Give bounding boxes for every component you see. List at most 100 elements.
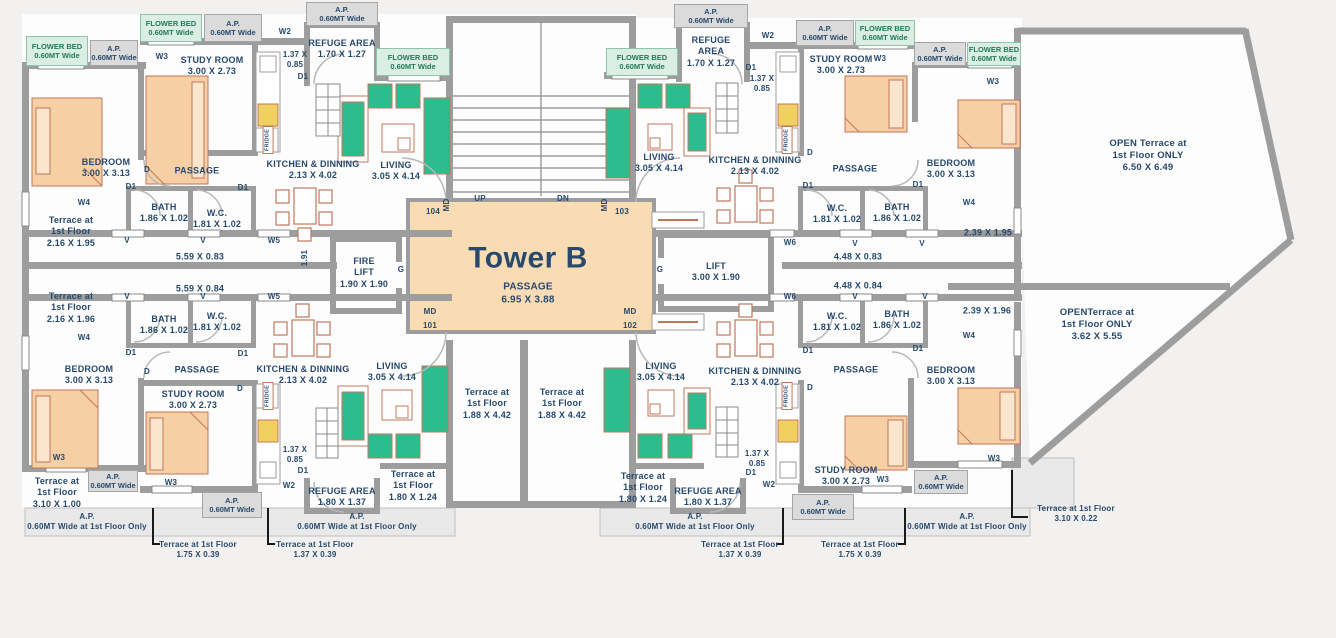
ap-label: A.P. 0.60MT Wide [88, 470, 138, 492]
window-tag-w3: W3 [873, 54, 887, 63]
staircase [453, 22, 629, 196]
tower-title: Tower B [468, 241, 588, 275]
room-bath-102: BATH 1.86 X 1.02 [872, 308, 922, 330]
window-tag-w2: W2 [761, 31, 775, 40]
kitchen-otta-dim: 1.37 X 0.85 [744, 449, 770, 468]
window-tag-v: V [919, 239, 925, 248]
window-tag-v: V [200, 236, 206, 245]
room-bedroom-104: BEDROOM 3.00 X 3.13 [81, 156, 131, 178]
room-bedroom-103: BEDROOM 3.00 X 3.13 [926, 157, 976, 179]
flower-bed-label: FLOWER BED 0.60MT Wide [376, 48, 450, 76]
door-tag-d1: D1 [745, 468, 757, 477]
room-passage-104: PASSAGE [174, 165, 220, 176]
room-wc-103: W.C. 1.81 X 1.02 [812, 202, 862, 224]
terrace-180-124: Terrace at 1st Floor 1.80 X 1.24 [388, 469, 438, 502]
room-bath-103: BATH 1.86 X 1.02 [872, 201, 922, 223]
door-tag-d1: D1 [745, 63, 757, 72]
window-tag-v: V [200, 292, 206, 301]
corridor-dim-559b: 5.59 X 0.84 [175, 283, 225, 294]
window-tag-w6: W6 [783, 238, 797, 247]
ap-label: A.P. 0.60MT Wide [792, 494, 854, 520]
terrace-310-100: Terrace at 1st Floor 3.10 X 1.00 [32, 476, 82, 509]
door-tag-d1: D1 [802, 181, 814, 190]
ap-strip-label: A.P. 0.60MT Wide at 1st Floor Only [635, 512, 755, 531]
terrace-dim-239a: 2.39 X 1.95 [963, 227, 1013, 238]
kitchen-otta-dim: 1.37 X 0.85 [282, 445, 308, 464]
door-tag-md: MD [423, 307, 437, 316]
lift-ducts [651, 211, 705, 331]
door-tag-md: MD [623, 307, 637, 316]
ap-label: A.P. 0.60MT Wide [204, 14, 262, 42]
unit-number-102: 102 [623, 321, 637, 330]
door-tag-d: D [144, 367, 150, 376]
terrace-dim-239b: 2.39 X 1.96 [962, 305, 1012, 316]
flower-bed-label: FLOWER BED 0.60MT Wide [967, 42, 1021, 66]
corridor-dim-559a: 5.59 X 0.83 [175, 251, 225, 262]
ap-label: A.P. 0.60MT Wide [914, 470, 968, 494]
room-bath-104: BATH 1.86 X 1.02 [139, 201, 189, 223]
door-tag-d: D [144, 165, 150, 174]
leader-lines [152, 470, 1028, 545]
ap-label: A.P. 0.60MT Wide [202, 492, 262, 518]
window-tag-v: V [124, 292, 130, 301]
room-kitchen-102: KITCHEN & DINNING 2.13 X 4.02 [708, 365, 802, 387]
central-passage [406, 198, 656, 334]
stair-dn-label: DN [557, 194, 569, 203]
flower-bed-label: FLOWER BED 0.60MT Wide [26, 36, 88, 66]
corridor-dim-191: 1.91 [300, 249, 309, 267]
dining-sets [273, 169, 774, 358]
unit-number-101: 101 [423, 321, 437, 330]
lift-label: LIFT 3.00 X 1.90 [691, 260, 741, 282]
window-tag-w3: W3 [52, 453, 66, 462]
fridge-tag: FRIDGE [262, 126, 274, 154]
window-tag-w3: W3 [164, 478, 178, 487]
room-living-103: LIVING 3.05 X 4.14 [634, 151, 684, 173]
terrace-188-442: Terrace at 1st Floor 1.88 X 4.42 [462, 387, 512, 420]
terrace-175-039: Terrace at 1st Floor 1.75 X 0.39 [821, 540, 899, 559]
open-terrace-top: OPEN Terrace at 1st Floor ONLY 6.50 X 6.… [1109, 138, 1187, 173]
room-kitchen-103: KITCHEN & DINNING 2.13 X 4.02 [708, 154, 802, 176]
door-tag-md: MD [442, 198, 451, 212]
terrace-180-124: Terrace at 1st Floor 1.80 X 1.24 [618, 471, 668, 504]
window-tag-w3: W3 [876, 475, 890, 484]
window-tag-v: V [852, 239, 858, 248]
room-bedroom-102: BEDROOM 3.00 X 3.13 [926, 364, 976, 386]
terrace-216-195: Terrace at 1st Floor 2.16 X 1.95 [46, 215, 96, 248]
window-tag-w5: W5 [267, 236, 281, 245]
refuge-area-102: REFUGE AREA 1.80 X 1.37 [674, 485, 742, 507]
window-tag-w6: W6 [783, 292, 797, 301]
door-tag-d1: D1 [912, 180, 924, 189]
terrace-137-039: Terrace at 1st Floor 1.37 X 0.39 [701, 540, 779, 559]
terrace-walls [1018, 27, 1295, 466]
door-tag-d1: D1 [237, 349, 249, 358]
door-tag-d1: D1 [912, 344, 924, 353]
beds [31, 75, 1021, 475]
room-bedroom-101: BEDROOM 3.00 X 3.13 [64, 363, 114, 385]
room-passage-101: PASSAGE [174, 364, 220, 375]
door-tag-d: D [807, 148, 813, 157]
fire-lift-label: FIRE LIFT 1.90 X 1.90 [339, 256, 389, 289]
ap-label: A.P. 0.60MT Wide [306, 2, 378, 26]
ap-label: A.P. 0.60MT Wide [90, 40, 138, 66]
terrace-188-442: Terrace at 1st Floor 1.88 X 4.42 [537, 387, 587, 420]
fridge-tag: FRIDGE [262, 382, 274, 410]
unit-number-103: 103 [615, 207, 629, 216]
room-kitchen-104: KITCHEN & DINNING 2.13 X 4.02 [266, 158, 360, 180]
door-tag-d1: D1 [237, 183, 249, 192]
door-tag-d1: D1 [125, 182, 137, 191]
window-tag-w2: W2 [278, 27, 292, 36]
room-wc-104: W.C. 1.81 X 1.02 [192, 207, 242, 229]
flower-bed-label: FLOWER BED 0.60MT Wide [606, 48, 678, 76]
terrace-137-039: Terrace at 1st Floor 1.37 X 0.39 [276, 540, 354, 559]
fridge-tag: FRIDGE [781, 126, 793, 154]
door-tag-d: D [807, 383, 813, 392]
window-tag-w2: W2 [282, 481, 296, 490]
fridge-tag: FRIDGE [781, 382, 793, 410]
corridor-dim-448a: 4.48 X 0.83 [833, 251, 883, 262]
door-tag-d1: D1 [297, 466, 309, 475]
room-wc-101: W.C. 1.81 X 1.02 [192, 310, 242, 332]
room-living-102: LIVING 3.05 X 4.14 [636, 360, 686, 382]
open-terrace-bottom: OPENTerrace at 1st Floor ONLY 3.62 X 5.5… [1059, 307, 1135, 342]
